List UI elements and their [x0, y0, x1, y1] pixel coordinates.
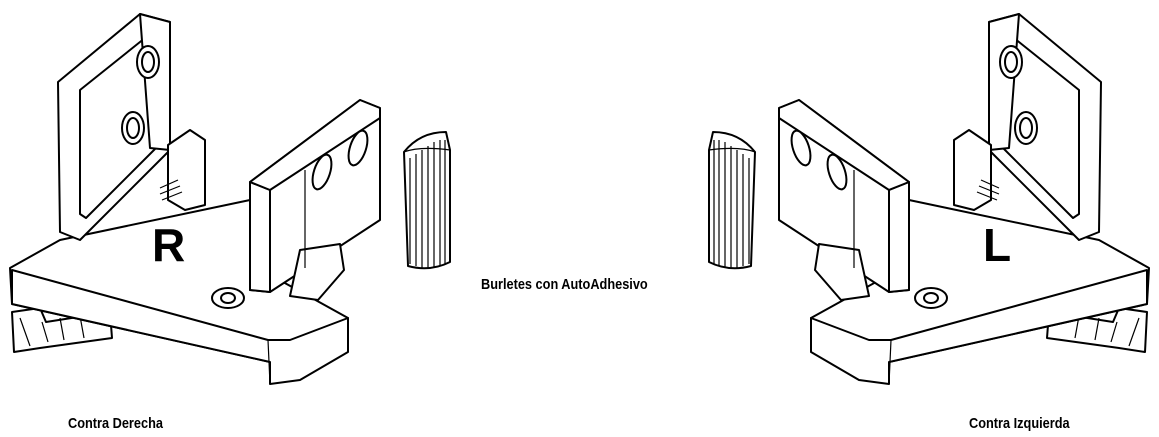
right-hinge-letter: R: [152, 219, 186, 271]
left-hinge-caption: Contra Izquierda: [969, 415, 1070, 432]
seal-strip-left: [403, 131, 451, 270]
flap-hole-2: [347, 129, 369, 167]
left-hinge-letter: L: [983, 219, 1012, 271]
right-hinge-assembly: [9, 13, 451, 385]
flap-hole-1: [311, 153, 333, 191]
seal-strip-right: [708, 131, 756, 270]
side-bracket: [167, 129, 206, 211]
seal-caption: Burletes con AutoAdhesivo: [481, 276, 648, 293]
base-plate-edge: [11, 269, 349, 385]
right-hinge-caption: Contra Derecha: [68, 415, 163, 432]
left-hinge-assembly: [708, 13, 1150, 385]
